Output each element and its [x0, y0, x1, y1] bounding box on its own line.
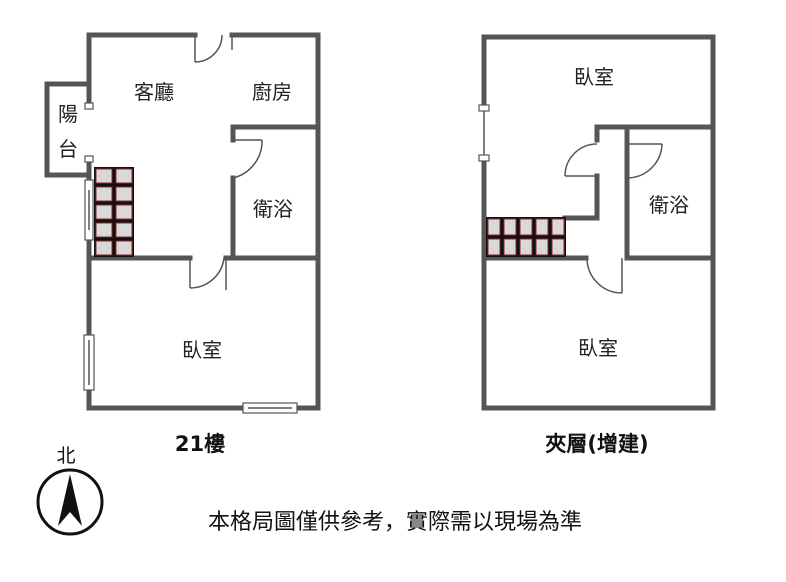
room-label-balcony-2: 台 — [58, 137, 78, 161]
stair-step — [95, 204, 113, 220]
room-label-kitchen: 廚房 — [252, 80, 292, 104]
stair-step — [115, 222, 133, 238]
room-label-living: 客廳 — [134, 80, 174, 104]
stair-step — [519, 218, 533, 236]
stair-step — [95, 222, 113, 238]
window — [84, 102, 94, 110]
door-bedroom — [189, 257, 227, 290]
stair-step — [551, 218, 565, 236]
window — [478, 154, 490, 162]
stair-step — [551, 238, 565, 256]
stair-step — [487, 218, 501, 236]
compass-label: 北 — [56, 445, 75, 467]
room-label-bath: 衛浴 — [253, 197, 293, 221]
room-label-balcony-1: 陽 — [58, 102, 78, 126]
door-upper-bedroom — [564, 143, 598, 177]
stair-step — [95, 168, 113, 184]
stair-step — [115, 240, 133, 256]
stair-step — [95, 240, 113, 256]
room-label-bedroom-top: 臥室 — [574, 65, 614, 89]
stair-step — [535, 218, 549, 236]
door-entrance — [194, 34, 233, 63]
door-lower-bedroom — [586, 257, 623, 294]
north-arrow-icon — [36, 468, 104, 536]
staircase — [486, 217, 566, 257]
staircase — [94, 167, 134, 257]
room-label-bath: 衛浴 — [649, 193, 689, 217]
stair-step — [115, 168, 133, 184]
stair-step — [519, 238, 533, 256]
room-label-bedroom: 臥室 — [182, 338, 222, 362]
stair-step — [503, 218, 517, 236]
door-bathroom — [626, 143, 663, 179]
compass: 北 — [36, 445, 104, 536]
plan-21f: 客廳 廚房 陽 台 衛浴 臥室 21樓 — [44, 32, 321, 456]
stair-step — [95, 186, 113, 202]
window — [478, 104, 490, 112]
stair-step — [115, 186, 133, 202]
plan-mezzanine: 臥室 衛浴 臥室 夾層(增建) — [478, 34, 716, 456]
balcony-wall — [44, 81, 92, 178]
window — [84, 155, 94, 163]
stair-step — [535, 238, 549, 256]
plan-caption-mezzanine: 夾層(增建) — [545, 432, 648, 456]
stair-step — [487, 238, 501, 256]
room-label-bedroom-bottom: 臥室 — [578, 336, 618, 360]
stair-step — [115, 204, 133, 220]
door-bathroom — [232, 139, 263, 179]
disclaimer: 本格局圖僅供參考，實際需以現場為準 — [208, 510, 582, 535]
plan-caption-21f: 21樓 — [175, 432, 225, 456]
stair-step — [503, 238, 517, 256]
